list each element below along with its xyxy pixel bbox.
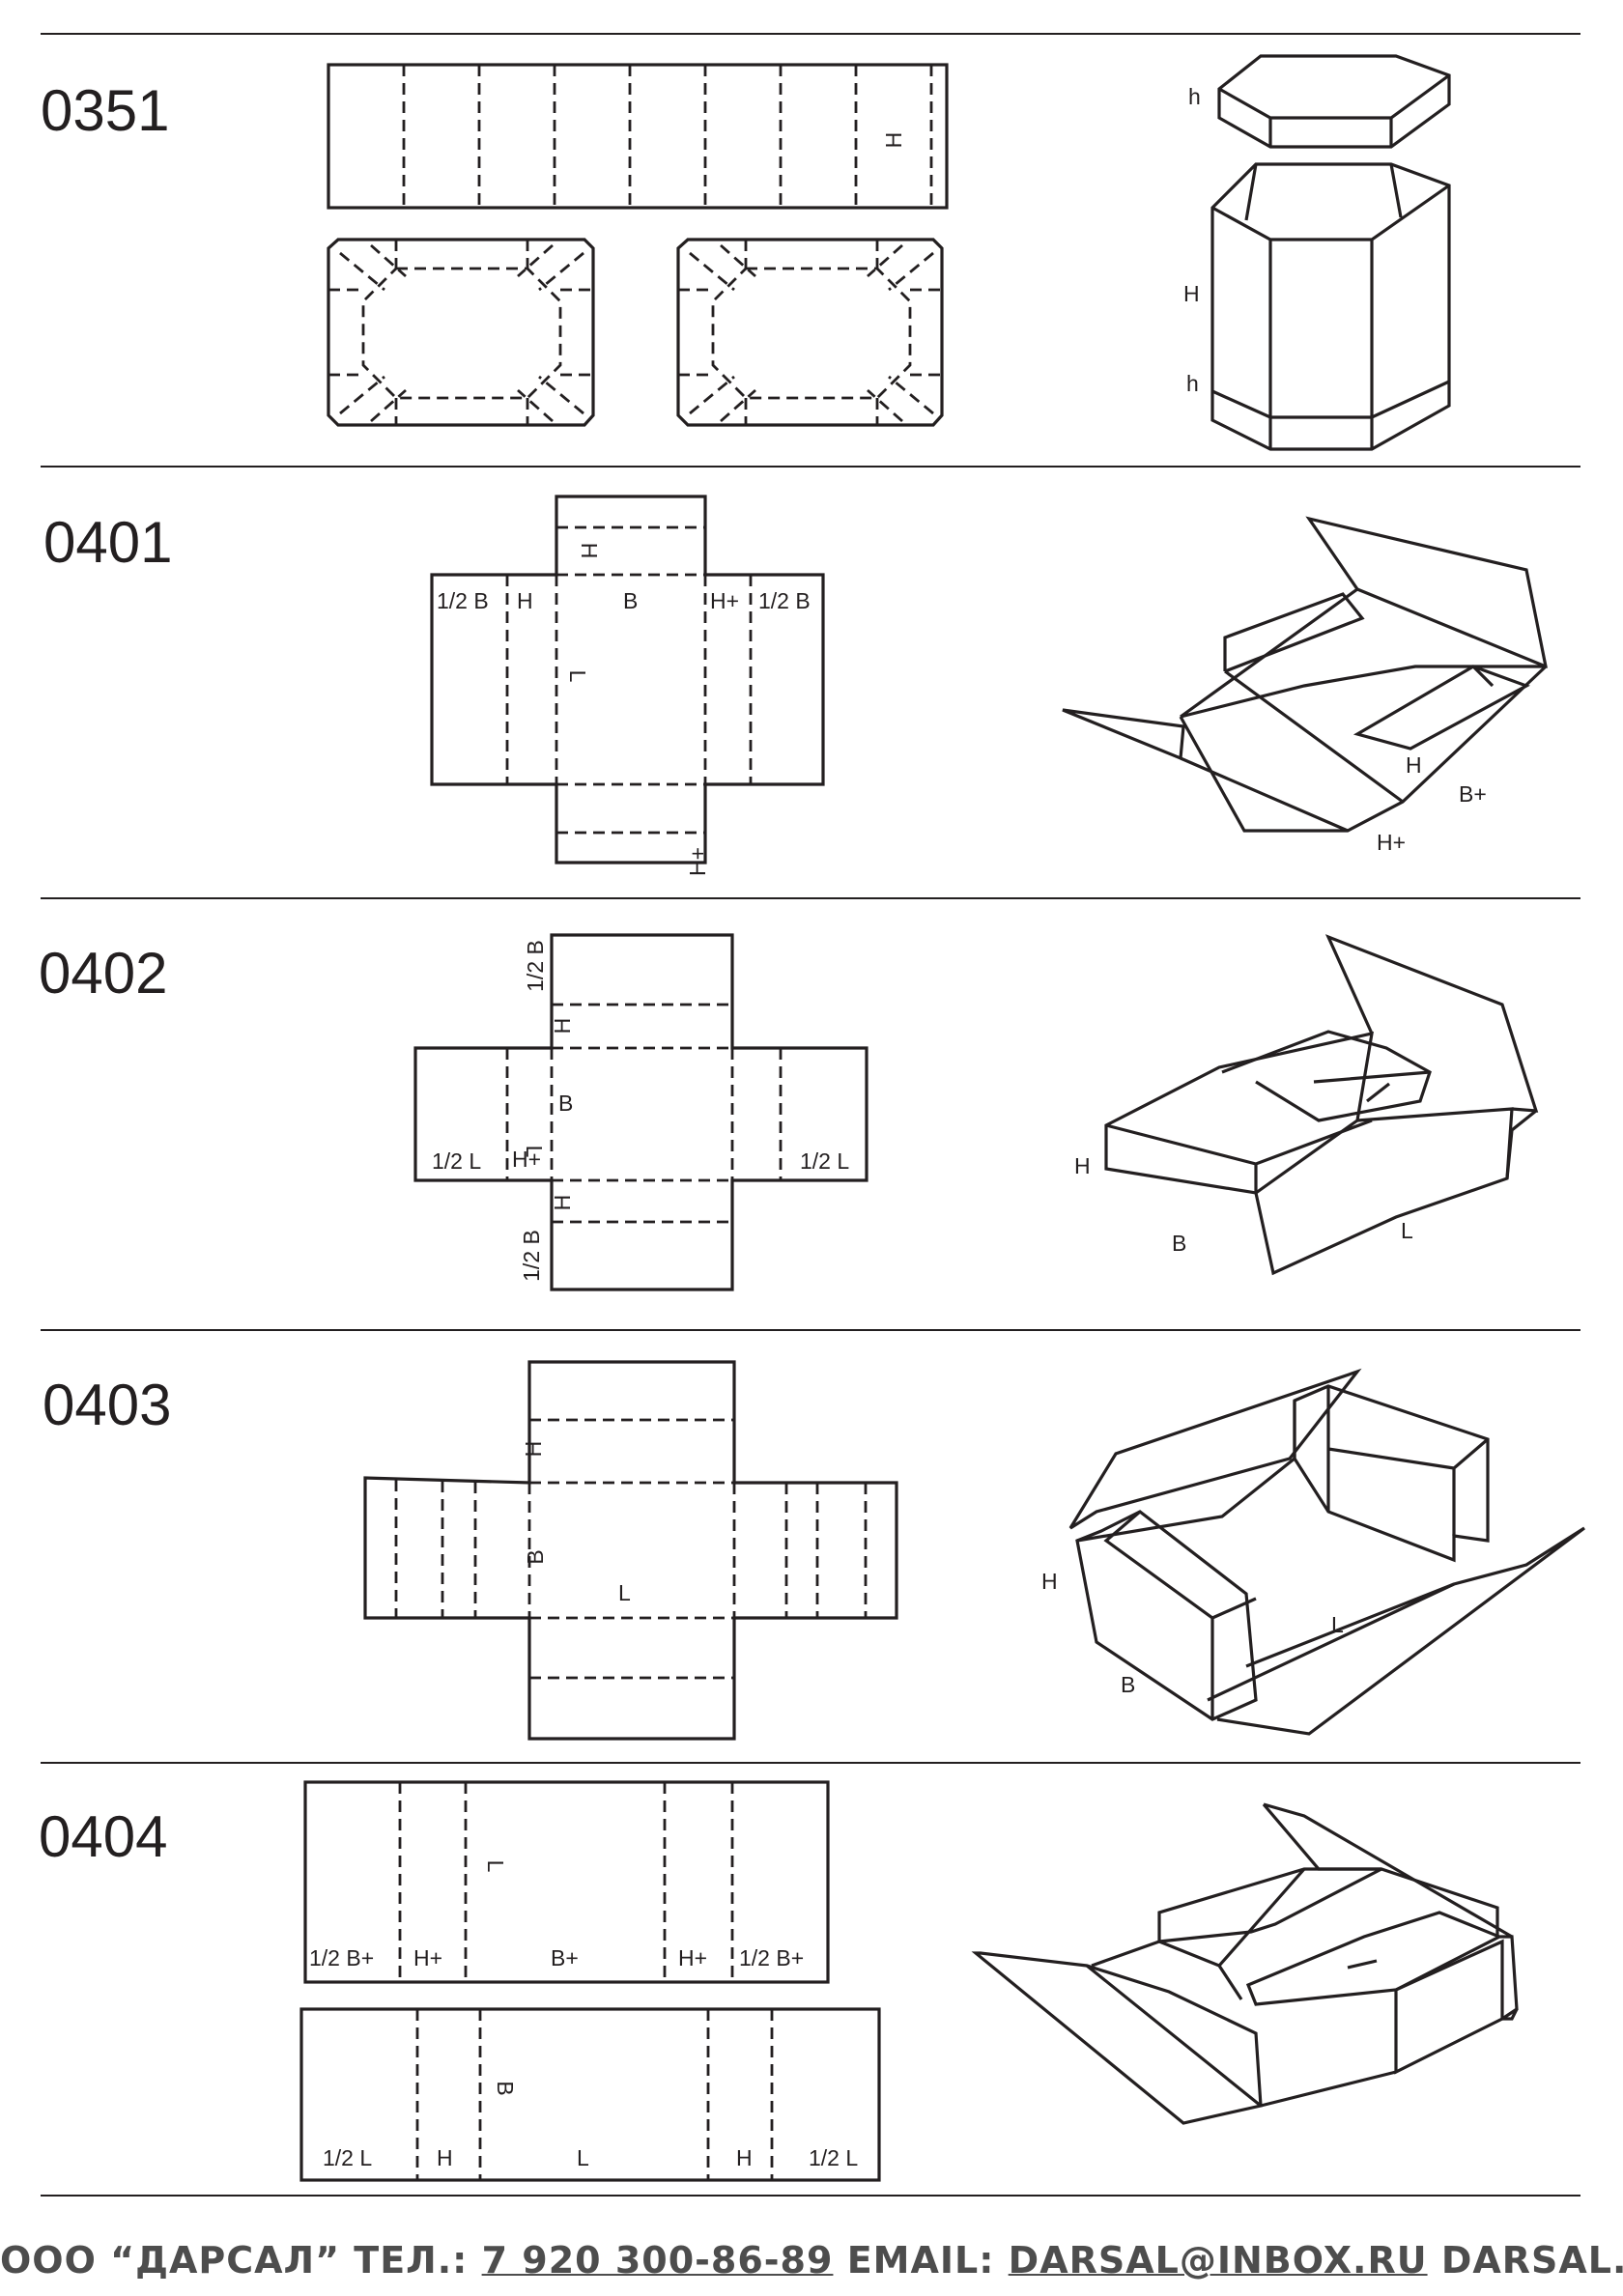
flat-blank: H 1/2 B H B H+ 1/2 B L H+ (430, 495, 825, 876)
dim-label: H (550, 1195, 575, 1211)
dim-label: H (550, 1018, 575, 1035)
dim-label: H (881, 132, 906, 149)
model-code: 0403 (43, 1373, 171, 1437)
dim-label: L (577, 2145, 589, 2170)
dim-label: B+ (1459, 781, 1487, 807)
dim-label: H+ (678, 1945, 707, 1970)
flat-blank-top: L 1/2 B+ H+ B+ H+ 1/2 B+ (303, 1780, 830, 1984)
dim-label: L (618, 1580, 631, 1605)
dim-label: 1/2 B (519, 1230, 544, 1282)
dim-label: 1/2 L (800, 1148, 849, 1174)
dim-label: H (736, 2145, 753, 2170)
folder-box-isometric (971, 1802, 1519, 2125)
dim-label: H (577, 543, 602, 559)
dim-label: 1/2 L (809, 2145, 858, 2170)
octagon-lid-blank (327, 238, 595, 427)
dim-label: 1/2 B+ (739, 1945, 804, 1970)
dim-label: H (517, 588, 533, 613)
model-code: 0404 (39, 1804, 167, 1869)
flat-blank: H B L (363, 1360, 898, 1741)
dim-label: L (1331, 1612, 1344, 1637)
dim-label: B (1172, 1231, 1186, 1256)
dim-label: h (1188, 84, 1201, 109)
dim-label: B+ (551, 1945, 579, 1970)
phone-link[interactable]: 7 920 300-86-89 (481, 2239, 834, 2282)
model-code: 0351 (41, 78, 169, 143)
model-code: 0401 (43, 510, 172, 575)
octagon-box-isometric: h H h (1183, 54, 1451, 451)
folder-box-isometric: H B+ H+ (1062, 516, 1548, 855)
dim-label: 1/2 B (437, 588, 489, 613)
model-0351: 0351 H (41, 54, 1451, 451)
dim-label: 1/2 L (323, 2145, 372, 2170)
model-code: 0402 (39, 941, 167, 1006)
dim-label: L (1401, 1218, 1413, 1243)
dim-label: H+ (413, 1945, 442, 1970)
model-0403: 0403 H B L H (43, 1360, 1585, 1741)
model-0401: 0401 H 1/2 B H B H+ 1/2 B L H+ (43, 495, 1548, 876)
contact-footer: ООО “ДАРСАЛ” ТЕЛ.: 7 920 300-86-89 EMAIL… (0, 2239, 1623, 2282)
folder-box-isometric: H L B (1041, 1368, 1585, 1736)
dim-label: H (521, 1441, 546, 1458)
email-label: EMAIL: (846, 2239, 995, 2282)
dim-label: H+ (710, 588, 739, 613)
flat-blank: 1/2 B H B L H+ 1/2 L 1/2 L H 1/2 B (413, 933, 868, 1291)
dim-label: B (1121, 1672, 1135, 1697)
model-0404: 0404 L 1/2 B+ H+ B+ H+ 1/2 B+ B 1/2 L H … (39, 1780, 1519, 2182)
dim-label: B (623, 588, 638, 613)
dim-label: 1/2 B (523, 940, 548, 992)
email-link[interactable]: DARSAL@INBOX.RU (1008, 2239, 1428, 2282)
dim-label: H (1183, 281, 1200, 306)
dim-label: L (483, 1860, 508, 1873)
dim-label: H+ (1377, 830, 1406, 855)
dim-label: H (1406, 752, 1422, 778)
dim-label: H+ (512, 1147, 541, 1172)
website-link[interactable]: DARSAL.RU (1440, 2239, 1623, 2282)
dim-label: H (1041, 1569, 1058, 1594)
dim-label: L (565, 670, 590, 683)
dim-label: H (437, 2145, 453, 2170)
row-separators (41, 33, 1580, 2197)
company-label: ООО “ДАРСАЛ” ТЕЛ.: (0, 2239, 469, 2282)
dim-label: B (493, 2081, 518, 2095)
dim-label: 1/2 B+ (309, 1945, 374, 1970)
dim-label: 1/2 B (758, 588, 811, 613)
dim-label: h (1186, 371, 1199, 396)
dim-label: 1/2 L (432, 1148, 481, 1174)
flat-blank-bottom: B 1/2 L H L H 1/2 L (299, 2007, 881, 2182)
dim-label: B (558, 1091, 573, 1116)
dim-label: B (523, 1549, 548, 1564)
dim-label: H+ (685, 847, 710, 876)
flat-sidewall-strip: H (327, 63, 949, 210)
dim-label: H (1074, 1153, 1091, 1178)
folder-box-isometric: H B L (1074, 934, 1539, 1276)
model-0402: 0402 1/2 B H B L H+ 1/2 L 1/2 L H 1/2 B (39, 933, 1539, 1291)
octagon-base-blank (676, 238, 944, 427)
dim-label: L (522, 1146, 547, 1158)
